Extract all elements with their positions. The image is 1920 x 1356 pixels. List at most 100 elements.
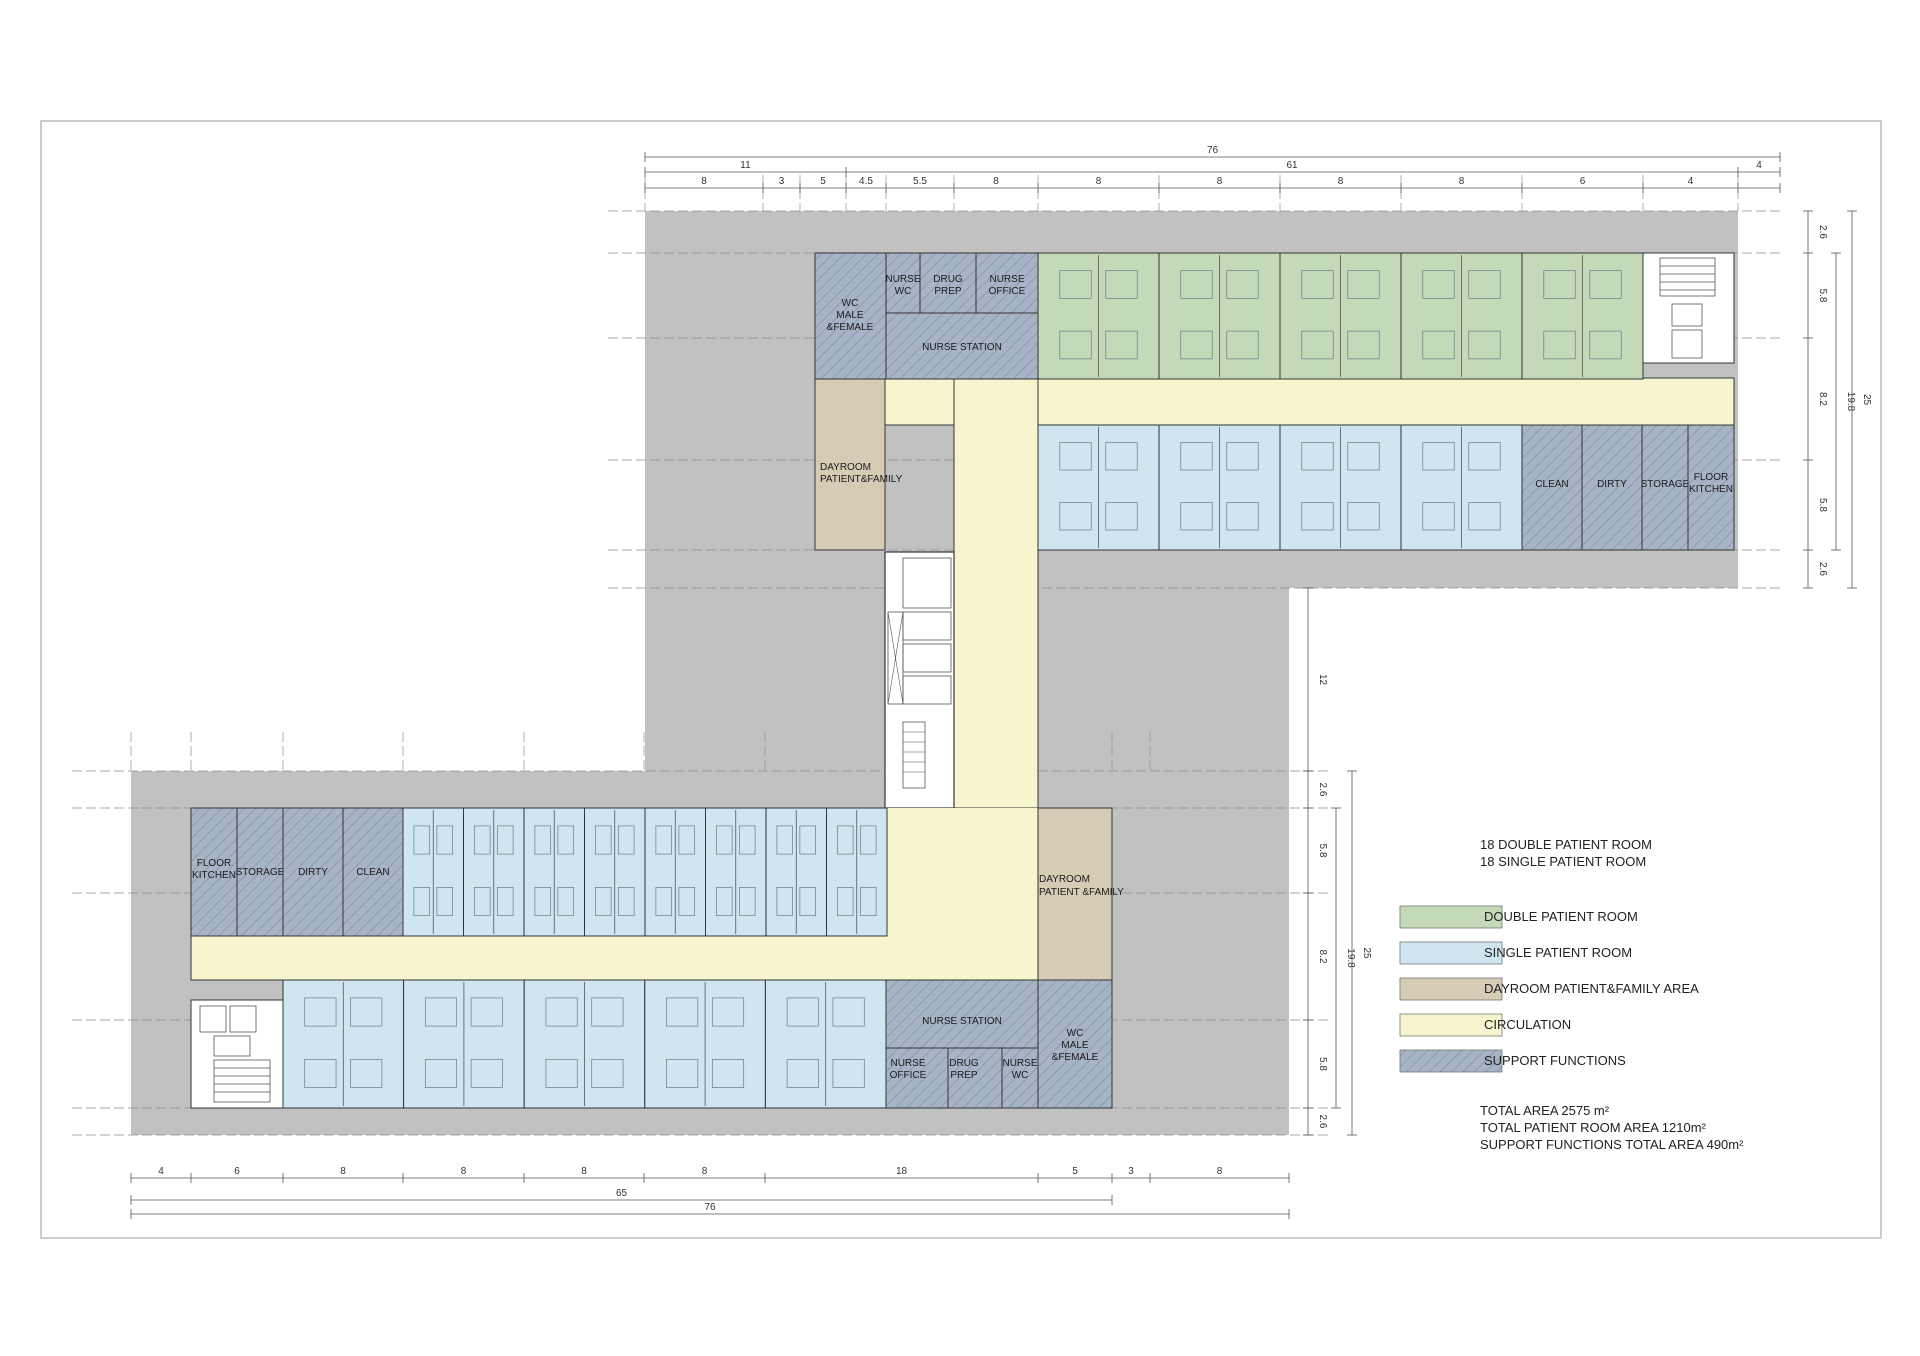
support-room (1687, 424, 1735, 551)
dimension-label: 4 (158, 1166, 164, 1177)
dimension-label: 12 (1317, 674, 1328, 686)
dimension-label: 3 (779, 176, 785, 187)
bed-icon (655, 825, 672, 855)
support-room (1641, 424, 1689, 551)
bed-icon (860, 887, 877, 916)
nurse-office-room (975, 252, 1039, 314)
bed-icon (1589, 330, 1622, 360)
dimension-label: 8 (1338, 176, 1344, 187)
dimension-label: 5.8 (1817, 289, 1828, 303)
dimension-label: 2.6 (1317, 783, 1328, 797)
dimension-label: 8 (1459, 176, 1465, 187)
bed-icon (1468, 330, 1501, 360)
support-area: SUPPORT FUNCTIONS TOTAL AREA 490m² (1480, 1137, 1744, 1152)
bed-icon (595, 825, 612, 855)
dimension-label: 11 (740, 160, 751, 171)
bed-icon (497, 887, 514, 916)
elevator-core (884, 551, 955, 809)
bed-icon (1226, 330, 1259, 360)
bed-icon (1543, 270, 1576, 299)
bed-icon (1422, 442, 1455, 471)
dimension-label: 5.5 (913, 176, 927, 187)
bed-icon (474, 887, 491, 916)
bed-icon (1105, 502, 1138, 531)
summary-line-2: 18 SINGLE PATIENT ROOM (1480, 854, 1646, 869)
bed-icon (860, 825, 877, 855)
dimension-label: 5 (820, 176, 826, 187)
support-room-label: CLEAN (356, 867, 389, 878)
bed-icon (1059, 442, 1092, 471)
bed-icon (1468, 502, 1501, 531)
bed-icon (413, 825, 430, 855)
bed-icon (1105, 442, 1138, 471)
bed-icon (1422, 270, 1455, 299)
support-room-label: CLEAN (1535, 479, 1568, 490)
north-nurse-station (885, 312, 1039, 380)
bed-icon (739, 887, 756, 916)
legend-label: SUPPORT FUNCTIONS (1484, 1053, 1626, 1068)
bed-icon (711, 997, 745, 1027)
single-room-row-south-top (402, 807, 888, 937)
bed-icon (424, 997, 458, 1027)
support-room (282, 807, 344, 937)
bed-icon (591, 1059, 624, 1088)
bed-icon (557, 825, 574, 855)
support-room-label: DIRTY (1597, 479, 1627, 490)
legend: 18 DOUBLE PATIENT ROOM 18 SINGLE PATIENT… (1399, 837, 1744, 1152)
bed-icon (776, 825, 793, 855)
dimension-label: 5.8 (1317, 1057, 1328, 1071)
bed-icon (1180, 330, 1213, 360)
stair-icon (199, 1005, 271, 1103)
bed-icon (1180, 270, 1213, 299)
vertical-corridor (953, 377, 1039, 809)
north-stair (1642, 252, 1735, 364)
bed-icon (595, 887, 612, 916)
dimension-label: 8 (1217, 1166, 1223, 1177)
dimension-label: 6 (234, 1166, 240, 1177)
dimension-label: 76 (1207, 145, 1219, 156)
support-room (1521, 424, 1583, 551)
bed-icon (1059, 270, 1092, 299)
bed-icon (545, 1059, 578, 1088)
support-room-label: FLOOR (1694, 472, 1728, 483)
dimension-label: 2.6 (1817, 562, 1828, 576)
dimension-label: 25 (1361, 947, 1372, 959)
south-dayroom (1037, 807, 1113, 981)
bed-icon (557, 887, 574, 916)
bed-icon (799, 887, 816, 916)
bed-icon (786, 997, 819, 1027)
legend-label: DAYROOM PATIENT&FAMILY AREA (1484, 981, 1699, 996)
bed-icon (1301, 330, 1334, 360)
legend-swatch (1399, 977, 1503, 1001)
dimension-label: 19.8 (1845, 392, 1856, 412)
bed-icon (1226, 442, 1259, 471)
stair-icon (902, 721, 926, 789)
bed-icon (474, 825, 491, 855)
bed-icon (776, 887, 793, 916)
dimension-label: 6 (1580, 176, 1586, 187)
double-room-row (1037, 252, 1644, 380)
south-wc (1037, 979, 1113, 1109)
south-nurse-office (885, 1047, 949, 1109)
legend-swatch (1399, 941, 1503, 965)
single-room-row-south-bottom (282, 979, 887, 1109)
bed-icon (1059, 502, 1092, 531)
bed-icon (1180, 442, 1213, 471)
bed-icon (711, 1059, 745, 1088)
summary-line-1: 18 DOUBLE PATIENT ROOM (1480, 837, 1652, 852)
south-nurse-station (885, 979, 1039, 1049)
bed-icon (436, 825, 453, 855)
bed-icon (832, 1059, 865, 1088)
bed-icon (1105, 330, 1138, 360)
bed-icon (837, 887, 854, 916)
dimension-label: 2.6 (1817, 225, 1828, 239)
bed-icon (1226, 270, 1259, 299)
legend-label: DOUBLE PATIENT ROOM (1484, 909, 1638, 924)
dimension-label: 8.2 (1317, 950, 1328, 964)
support-room-label: DIRTY (298, 867, 328, 878)
bed-icon (304, 1059, 337, 1088)
